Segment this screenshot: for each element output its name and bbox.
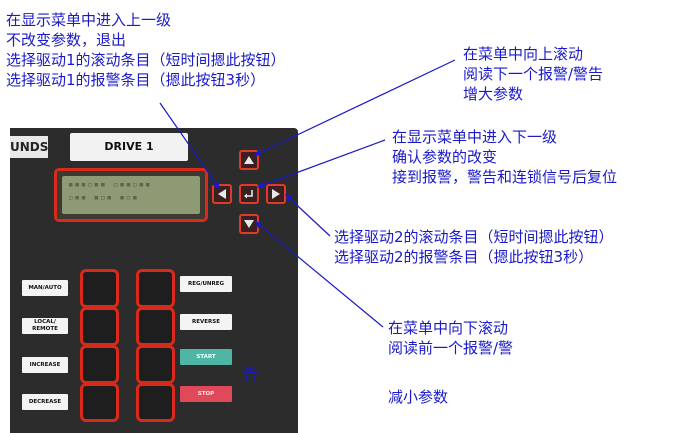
annotation-line: 在菜单中向上滚动 <box>463 45 584 63</box>
brand-logo: UNDS <box>10 136 48 158</box>
man-auto-button[interactable] <box>80 269 119 308</box>
callout-line-up-button <box>253 59 456 156</box>
lcd-row: ▪▪▪▫▪▪ ▫▪▪▫▪▪ <box>68 180 152 190</box>
reg-unreg-button[interactable] <box>136 269 175 308</box>
annotation-line: 在显示菜单中进入上一级 <box>6 11 172 29</box>
annotation-line: 确认参数的改变 <box>392 148 498 166</box>
callout-line-enter-button <box>256 139 386 189</box>
annotation-line: 不改变参数，退出 <box>6 31 127 49</box>
start-button[interactable] <box>136 345 175 384</box>
arrow-up-icon <box>244 156 254 164</box>
stray-character: 告 <box>243 365 259 383</box>
annotation-line: 阅读前一个报警/警 <box>388 339 514 357</box>
annotation-line: 阅读下一个报警/警告 <box>463 65 604 83</box>
control-panel: UNDS DRIVE 1 ▪▪▪▫▪▪ ▫▪▪▫▪▪ ▫▪▪ ▪▫▪ ▪▫▪ M… <box>10 128 298 433</box>
arrow-down-icon <box>244 220 254 228</box>
enter-icon <box>244 190 253 199</box>
label-man-auto: MAN/AUTO <box>22 280 68 296</box>
label-start: START <box>180 349 232 365</box>
annotation-line: 选择驱动2的报警条目（摁此按钮3秒） <box>334 248 594 266</box>
drive-label: DRIVE 1 <box>70 133 188 161</box>
annotation-line: 选择驱动1的滚动条目（短时间摁此按钮） <box>6 51 286 69</box>
left-button[interactable] <box>212 184 232 204</box>
label-local-remote: LOCAL/ REMOTE <box>22 318 68 334</box>
annotation-line: 在显示菜单中进入下一级 <box>392 128 558 146</box>
callout-line-down-button <box>255 221 384 328</box>
enter-button[interactable] <box>239 184 259 204</box>
label-stop: STOP <box>180 386 232 402</box>
annotation-line: 选择驱动2的滚动条目（短时间摁此按钮） <box>334 228 614 246</box>
local-remote-button[interactable] <box>80 307 119 346</box>
stop-button[interactable] <box>136 383 175 422</box>
arrow-right-icon <box>272 189 280 199</box>
annotation-top-left: 在显示菜单中进入上一级 不改变参数，退出 选择驱动1的滚动条目（短时间摁此按钮）… <box>6 10 286 90</box>
annotation-right-mid: 选择驱动2的滚动条目（短时间摁此按钮） 选择驱动2的报警条目（摁此按钮3秒） <box>334 227 614 267</box>
annotation-middle-right: 在显示菜单中进入下一级 确认参数的改变 接到报警，警告和连锁信号后复位 <box>392 127 617 187</box>
annotation-line: 在菜单中向下滚动 <box>388 319 509 337</box>
callout-line-right-button <box>285 194 331 237</box>
label-reverse: REVERSE <box>180 314 232 330</box>
annotation-line: 接到报警，警告和连锁信号后复位 <box>392 168 618 186</box>
decrease-button[interactable] <box>80 383 119 422</box>
arrow-left-icon <box>218 189 226 199</box>
annotation-bottom-right: 在菜单中向下滚动 阅读前一个报警/警 <box>388 318 513 358</box>
lcd-display: ▪▪▪▫▪▪ ▫▪▪▫▪▪ ▫▪▪ ▪▫▪ ▪▫▪ <box>54 168 208 222</box>
annotation-bottom-right-last: 减小参数 <box>388 388 449 406</box>
label-decrease: DECREASE <box>22 394 68 410</box>
annotation-line: 增大参数 <box>463 85 524 103</box>
annotation-line: 选择驱动1的报警条目（摁此按钮3秒） <box>6 71 266 89</box>
increase-button[interactable] <box>80 345 119 384</box>
right-button[interactable] <box>266 184 286 204</box>
callout-line-left-button <box>159 102 220 189</box>
lcd-screen: ▪▪▪▫▪▪ ▫▪▪▫▪▪ ▫▪▪ ▪▫▪ ▪▫▪ <box>62 176 200 214</box>
annotation-top-right: 在菜单中向上滚动 阅读下一个报警/警告 增大参数 <box>463 44 603 104</box>
label-increase: INCREASE <box>22 357 68 373</box>
label-reg-unreg: REG/UNREG <box>180 276 232 292</box>
reverse-button[interactable] <box>136 307 175 346</box>
lcd-row: ▫▪▪ ▪▫▪ ▪▫▪ <box>68 193 139 203</box>
